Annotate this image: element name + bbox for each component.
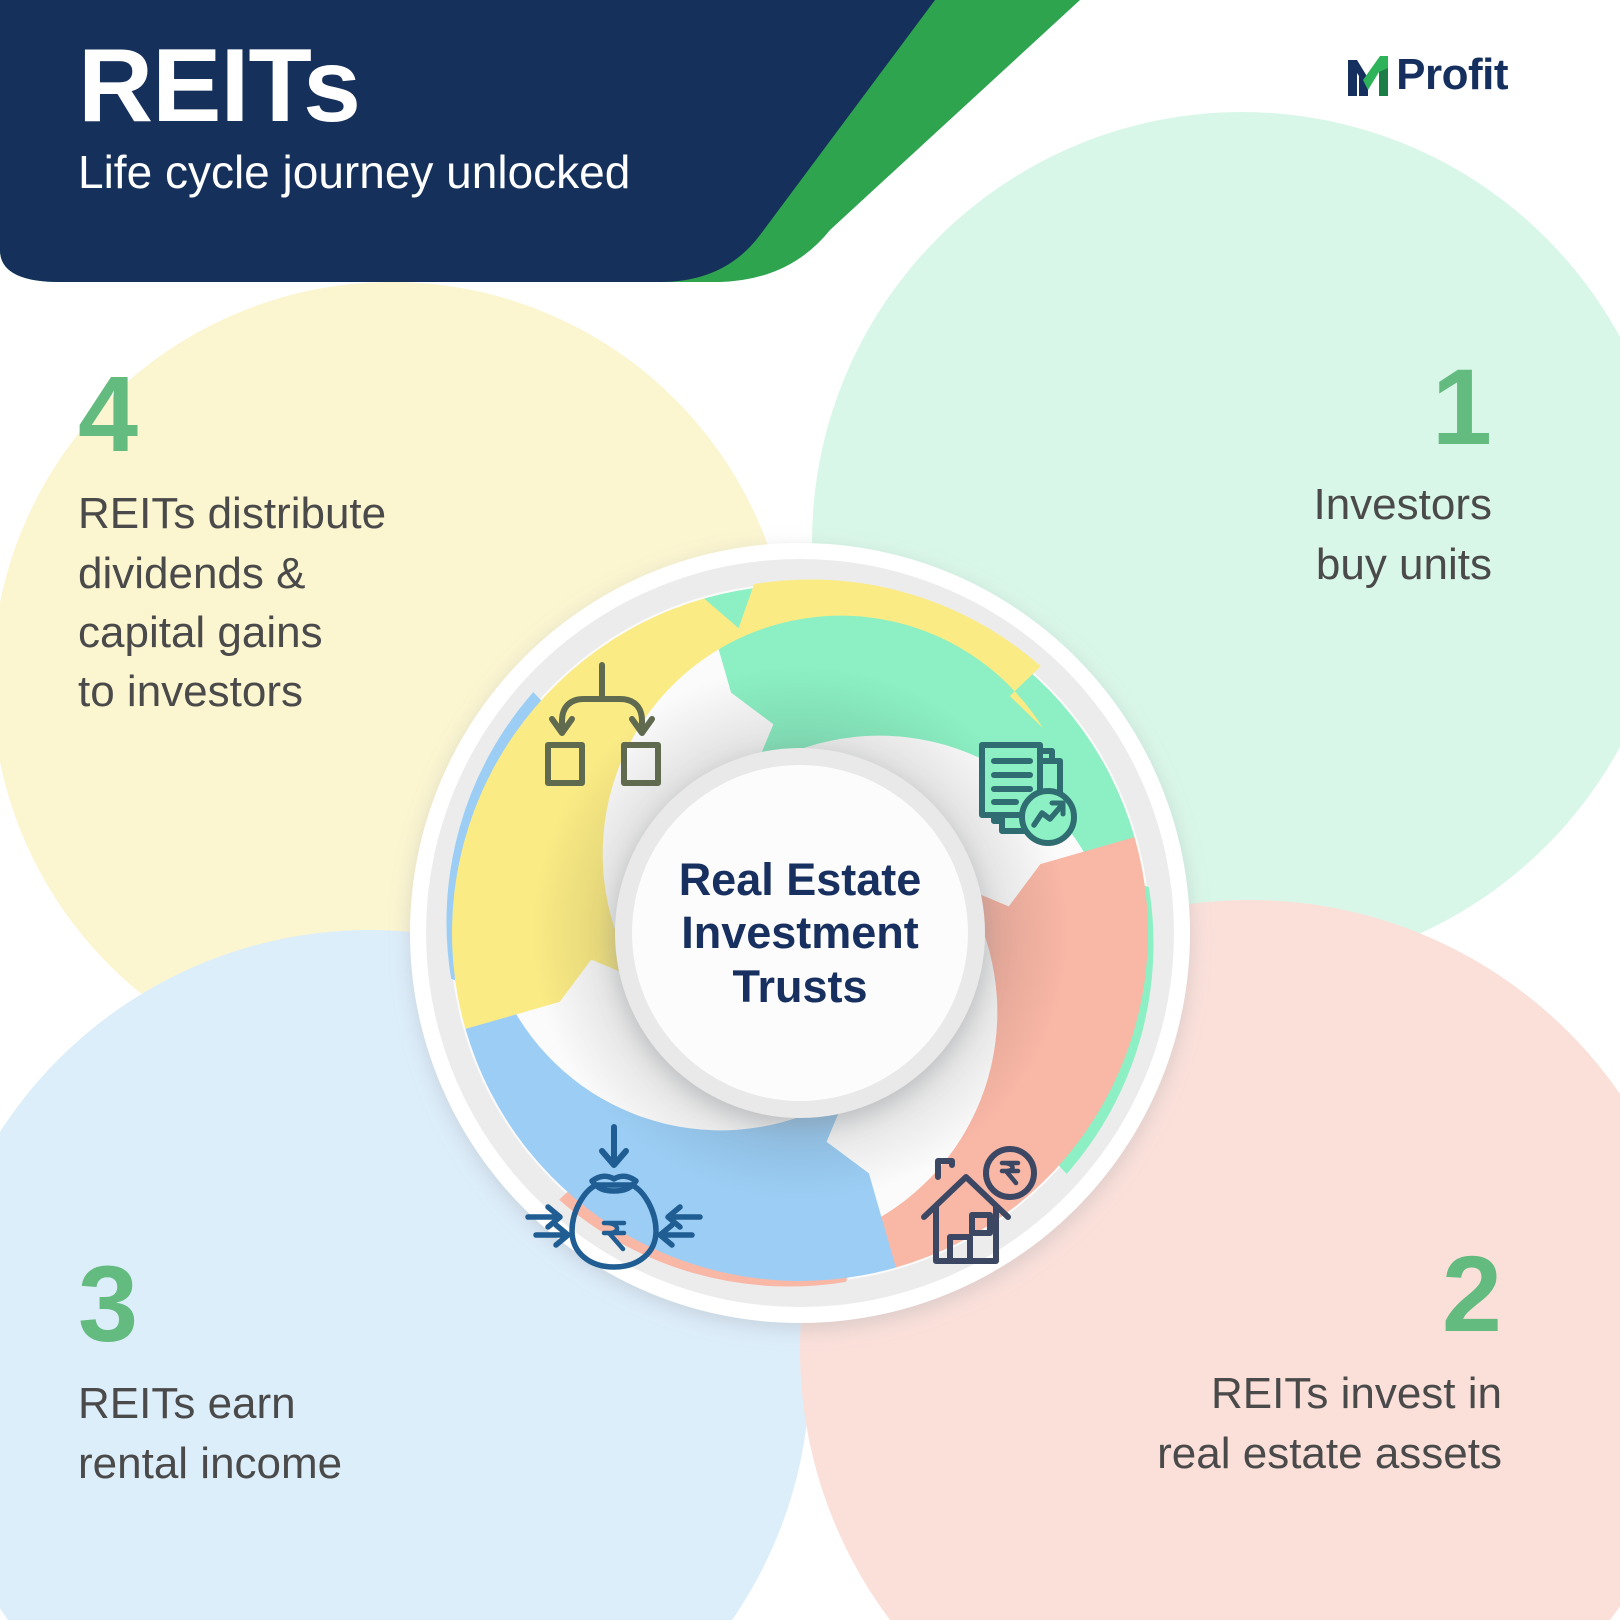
step-3-label: REITs earn rental income bbox=[78, 1374, 538, 1493]
step-3-line-2: rental income bbox=[78, 1438, 343, 1488]
step-4-line-3: capital gains bbox=[78, 607, 323, 657]
step-4-label: REITs distribute dividends & capital gai… bbox=[78, 484, 498, 722]
money-bag-rupee-icon bbox=[525, 1124, 703, 1270]
step-4-line-1: REITs distribute bbox=[78, 489, 387, 539]
header-navy-shape bbox=[0, 0, 935, 282]
step-1-line-2: buy units bbox=[1315, 539, 1492, 589]
core-circle bbox=[632, 765, 968, 1101]
step-1-label: Investors buy units bbox=[1032, 475, 1492, 594]
step-1-number: 1 bbox=[1431, 346, 1492, 467]
step-4-number: 4 bbox=[78, 353, 139, 474]
step-2-block: 2 REITs invest in real estate assets bbox=[942, 1233, 1502, 1483]
mprofit-logo-text: Profit bbox=[1396, 50, 1508, 99]
step-3-block: 3 REITs earn rental income bbox=[78, 1243, 538, 1493]
step-3-line-1: REITs earn bbox=[78, 1379, 296, 1429]
step-2-number: 2 bbox=[1441, 1233, 1502, 1354]
step-4-line-4: to investors bbox=[78, 667, 303, 717]
step-4-block: 4 REITs distribute dividends & capital g… bbox=[78, 353, 498, 722]
step-1-block: 1 Investors buy units bbox=[1032, 346, 1492, 594]
step-1-line-1: Investors bbox=[1313, 480, 1492, 530]
document-growth-icon bbox=[979, 742, 1077, 846]
distribution-split-icon bbox=[545, 662, 661, 786]
mprofit-logo[interactable]: Profit bbox=[1344, 50, 1508, 100]
page-title: REITs bbox=[78, 28, 361, 144]
step-2-line-2: real estate assets bbox=[1157, 1428, 1502, 1478]
step-3-number: 3 bbox=[78, 1243, 139, 1364]
header-text-block: REITs Life cycle journey unlocked bbox=[78, 34, 630, 199]
mprofit-logo-mark-icon bbox=[1348, 56, 1389, 96]
page-subtitle: Life cycle journey unlocked bbox=[78, 146, 631, 198]
step-2-line-1: REITs invest in bbox=[1211, 1369, 1502, 1419]
step-4-line-2: dividends & bbox=[78, 548, 306, 598]
house-rupee-icon bbox=[921, 1146, 1037, 1264]
header-banner bbox=[0, 0, 1080, 282]
step-2-label: REITs invest in real estate assets bbox=[942, 1364, 1502, 1483]
lifecycle-wheel: Real Estate Investment Trusts bbox=[370, 503, 1230, 1363]
